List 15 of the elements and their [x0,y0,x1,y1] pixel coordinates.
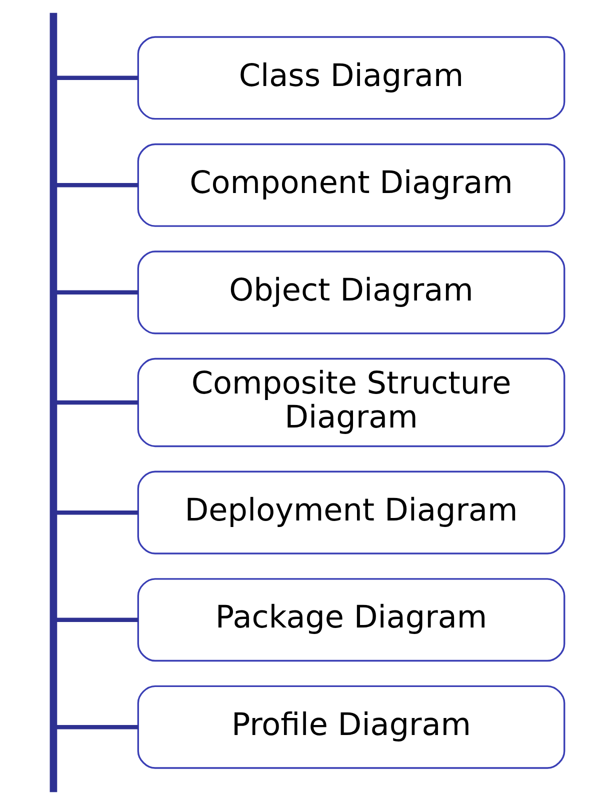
node-box: Composite Structure Diagram [136,358,565,448]
connector [56,724,138,730]
connector [56,510,138,515]
node-box: Profile Diagram [136,685,565,769]
connector [56,618,138,622]
node-bar [49,12,57,792]
connector [56,290,138,295]
connector [56,400,138,405]
node-box: Class Diagram [136,36,565,120]
connector [56,183,138,188]
node-box: Deployment Diagram [136,470,565,554]
node-box: Package Diagram [136,578,565,662]
node-box: Component Diagram [136,143,565,227]
connector [56,76,138,80]
node-box: Object Diagram [136,250,565,334]
